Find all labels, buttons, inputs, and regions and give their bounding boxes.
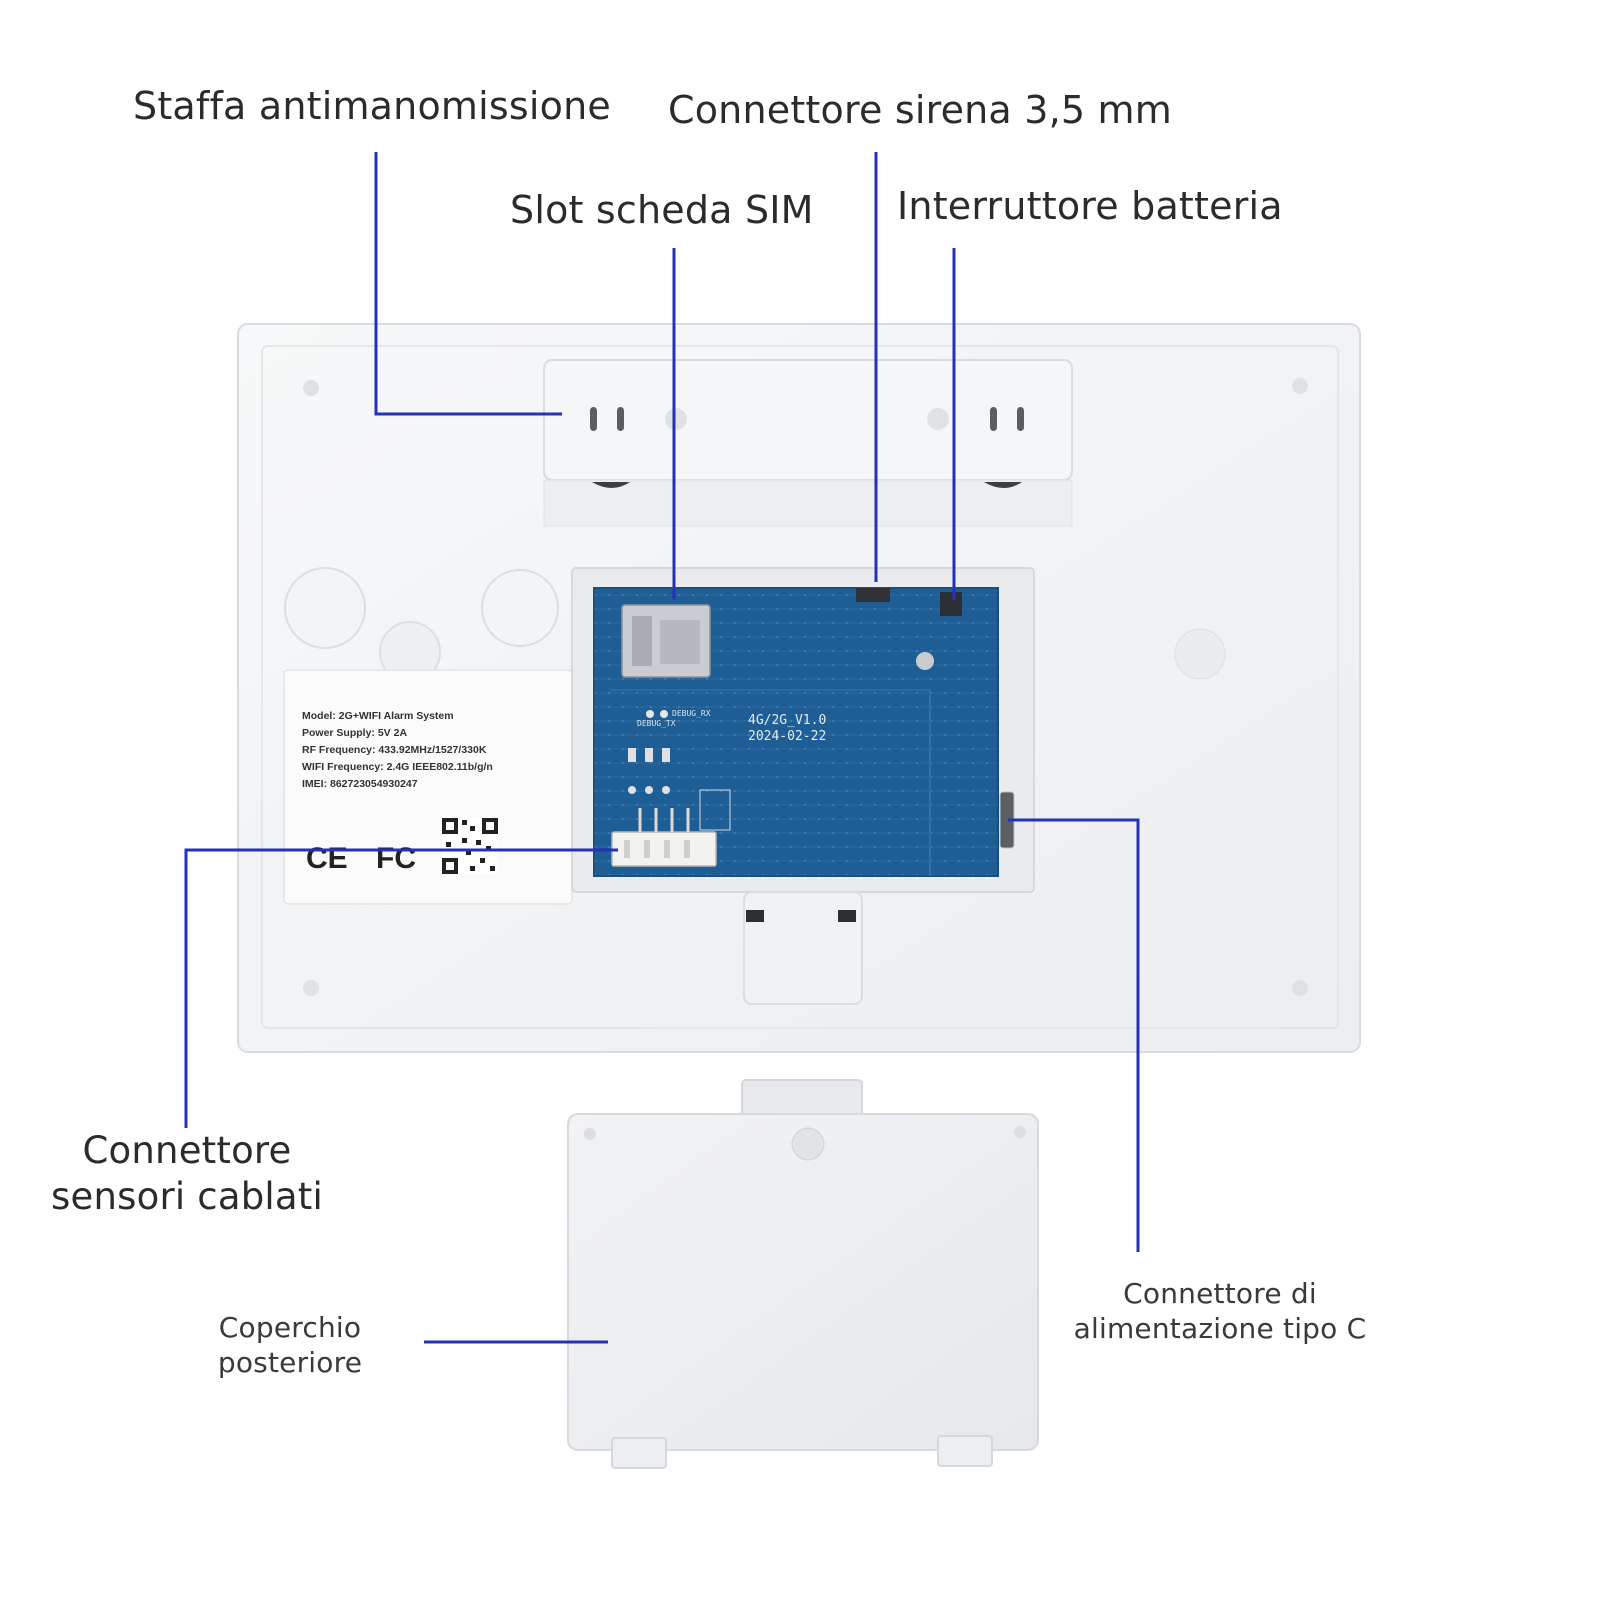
round-boss — [1174, 628, 1226, 680]
label-cover-line-2: posteriore — [217, 1346, 363, 1379]
label-battery-switch: Interruttore batteria — [897, 184, 1283, 228]
pcb-debug-rx: DEBUG_RX — [672, 709, 711, 718]
label-sim-slot: Slot scheda SIM — [510, 188, 814, 232]
housing-bumps — [284, 567, 559, 683]
tamper-bracket — [543, 359, 1073, 527]
sticker-line: Power Supply: 5V 2A — [302, 727, 407, 739]
qr-code — [442, 818, 498, 874]
back-cover — [567, 1079, 1039, 1469]
battery-switch — [940, 592, 962, 616]
battery-compartment: DEBUG_TX DEBUG_RX 4G/2G_V1.0 2024-02-22 — [571, 567, 1035, 1005]
screw-hole — [303, 380, 319, 396]
callout-line-usb — [1008, 818, 1140, 1252]
label-back-cover: Coperchio posteriore — [190, 1310, 390, 1380]
screw-hole — [1292, 980, 1308, 996]
label-wired-sensor-connector: Connettore sensori cablati — [40, 1128, 334, 1221]
label-power-line-2: alimentazione tipo C — [1073, 1312, 1367, 1345]
sticker-line: WIFI Frequency: 2.4G IEEE802.11b/g/n — [302, 761, 493, 773]
sticker-line: Model: 2G+WIFI Alarm System — [302, 710, 454, 722]
screw-hole — [1292, 378, 1308, 394]
screw-hole — [303, 980, 319, 996]
sticker-line: IMEI: 862723054930247 — [302, 778, 418, 790]
sticker-line: RF Frequency: 433.92MHz/1527/330K — [302, 744, 487, 756]
siren-connector — [856, 588, 890, 602]
callout-lines — [184, 152, 1140, 1344]
callout-line-tamper — [374, 152, 562, 416]
pcb-version: 4G/2G_V1.0 — [748, 713, 826, 728]
ce-mark: CE — [306, 842, 348, 875]
label-tamper-bracket: Staffa antimanomissione — [133, 84, 611, 128]
sticker-text: Model: 2G+WIFI Alarm System Power Supply… — [302, 710, 493, 790]
wired-sensor-connector — [611, 808, 717, 867]
pcb-debug-tx: DEBUG_TX — [637, 719, 676, 728]
callout-line-wired — [184, 848, 618, 1128]
label-power-connector: Connettore di alimentazione tipo C — [1060, 1276, 1380, 1346]
label-cover-line-1: Coperchio — [218, 1311, 362, 1344]
label-wired-line-1: Connettore — [82, 1129, 292, 1172]
label-siren-connector: Connettore sirena 3,5 mm — [668, 88, 1172, 132]
spec-sticker: CE FC — [283, 669, 573, 905]
label-wired-line-2: sensori cablati — [51, 1175, 323, 1219]
label-power-line-1: Connettore di — [1123, 1277, 1317, 1310]
pcb-date: 2024-02-22 — [748, 729, 826, 744]
fc-mark: FC — [376, 842, 416, 875]
sim-card-slot — [621, 604, 711, 678]
